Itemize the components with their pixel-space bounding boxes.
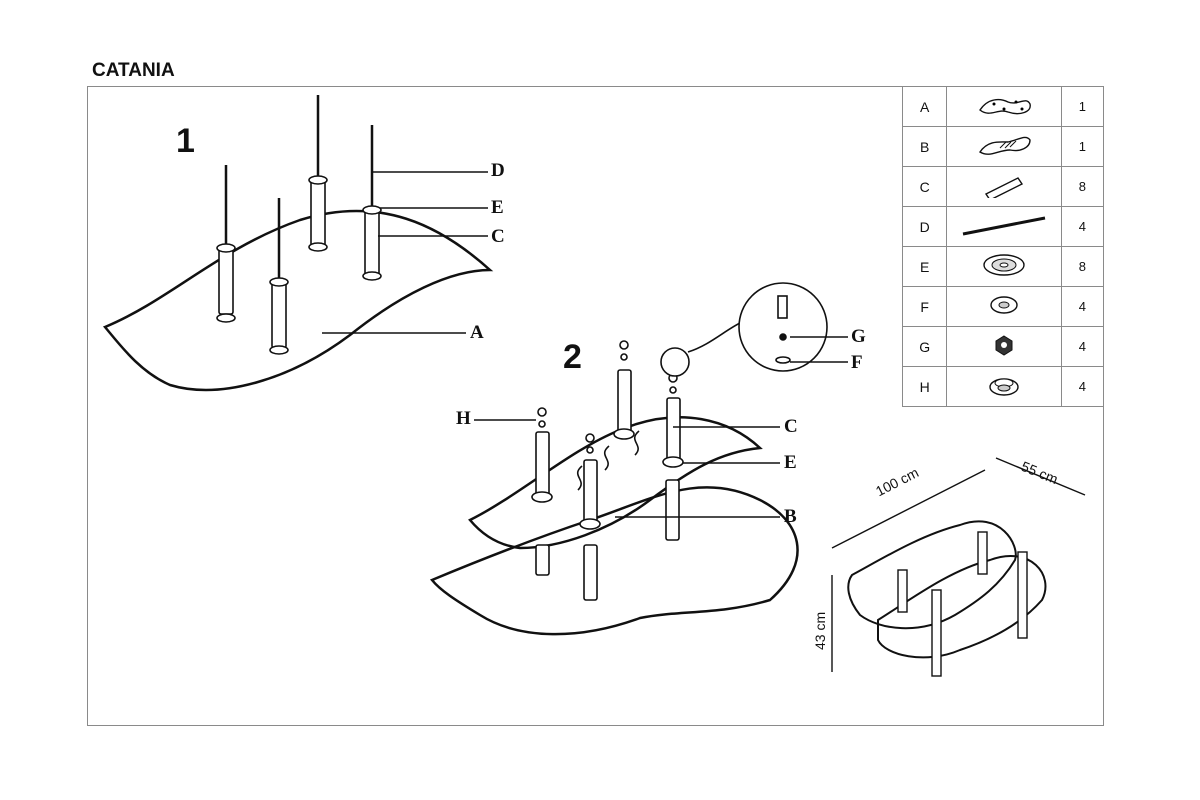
part-letter: A [901, 86, 948, 127]
washer-e [362, 271, 382, 281]
callout-label: G [851, 326, 866, 347]
washer-e [308, 242, 328, 252]
parts-table: A 1 B 1 C 8 D 4 E 8 F 4 G 4 H 4 [901, 86, 1105, 407]
cap-icon [946, 366, 1062, 407]
washer-e [308, 175, 328, 185]
part-qty: 4 [1060, 286, 1105, 327]
tube-leg-icon [946, 166, 1062, 207]
washer-e [362, 205, 382, 215]
washer-e [216, 243, 236, 253]
washer-e [216, 313, 236, 323]
callout-label: H [456, 408, 471, 429]
leg-c [310, 179, 326, 247]
nut-icon [946, 326, 1062, 367]
part-qty: 8 [1060, 246, 1105, 287]
callout-label: C [491, 226, 505, 247]
part-row: E 8 [901, 246, 1105, 287]
leg-c [666, 397, 681, 463]
page-title: CATANIA [92, 60, 175, 81]
leg-c [583, 459, 598, 525]
part-letter: C [901, 166, 948, 207]
part-letter: E [901, 246, 948, 287]
leg-c [364, 209, 380, 277]
callout-label: B [784, 506, 797, 527]
glass-top-a [102, 209, 494, 392]
part-row: C 8 [901, 166, 1105, 207]
large-washer-icon [946, 246, 1062, 287]
part-qty: 8 [1060, 166, 1105, 207]
callout-label: D [491, 160, 505, 181]
part-letter: H [901, 366, 948, 407]
part-row: F 4 [901, 286, 1105, 327]
part-row: D 4 [901, 206, 1105, 247]
glass-top-icon [946, 86, 1062, 127]
glass-shelf-b [468, 416, 763, 550]
leg-c [617, 369, 632, 435]
part-letter: B [901, 126, 948, 167]
leg-c [535, 431, 550, 497]
washer-e [269, 277, 289, 287]
part-letter: G [901, 326, 948, 367]
part-letter: D [901, 206, 948, 247]
part-row: H 4 [901, 366, 1105, 407]
part-qty: 1 [1060, 86, 1105, 127]
callout-label: F [851, 352, 863, 373]
step-number: 2 [563, 338, 582, 376]
washer-e [269, 345, 289, 355]
part-row: G 4 [901, 326, 1105, 367]
part-qty: 4 [1060, 326, 1105, 367]
part-qty: 4 [1060, 206, 1105, 247]
part-qty: 1 [1060, 126, 1105, 167]
small-washer-icon [946, 286, 1062, 327]
part-row: B 1 [901, 126, 1105, 167]
callout-label: A [470, 322, 484, 343]
glass-shelf-icon [946, 126, 1062, 167]
part-letter: F [901, 286, 948, 327]
leg-c [218, 247, 234, 315]
leg-c [271, 281, 287, 349]
instruction-frame [87, 86, 1104, 726]
callout-label: E [491, 197, 504, 218]
part-row: A 1 [901, 86, 1105, 127]
callout-label: E [784, 452, 797, 473]
step-number: 1 [176, 122, 195, 160]
callout-label: C [784, 416, 798, 437]
part-qty: 4 [1060, 366, 1105, 407]
threaded-rod-icon [946, 206, 1062, 247]
dimension-height: 43 cm [812, 611, 828, 650]
